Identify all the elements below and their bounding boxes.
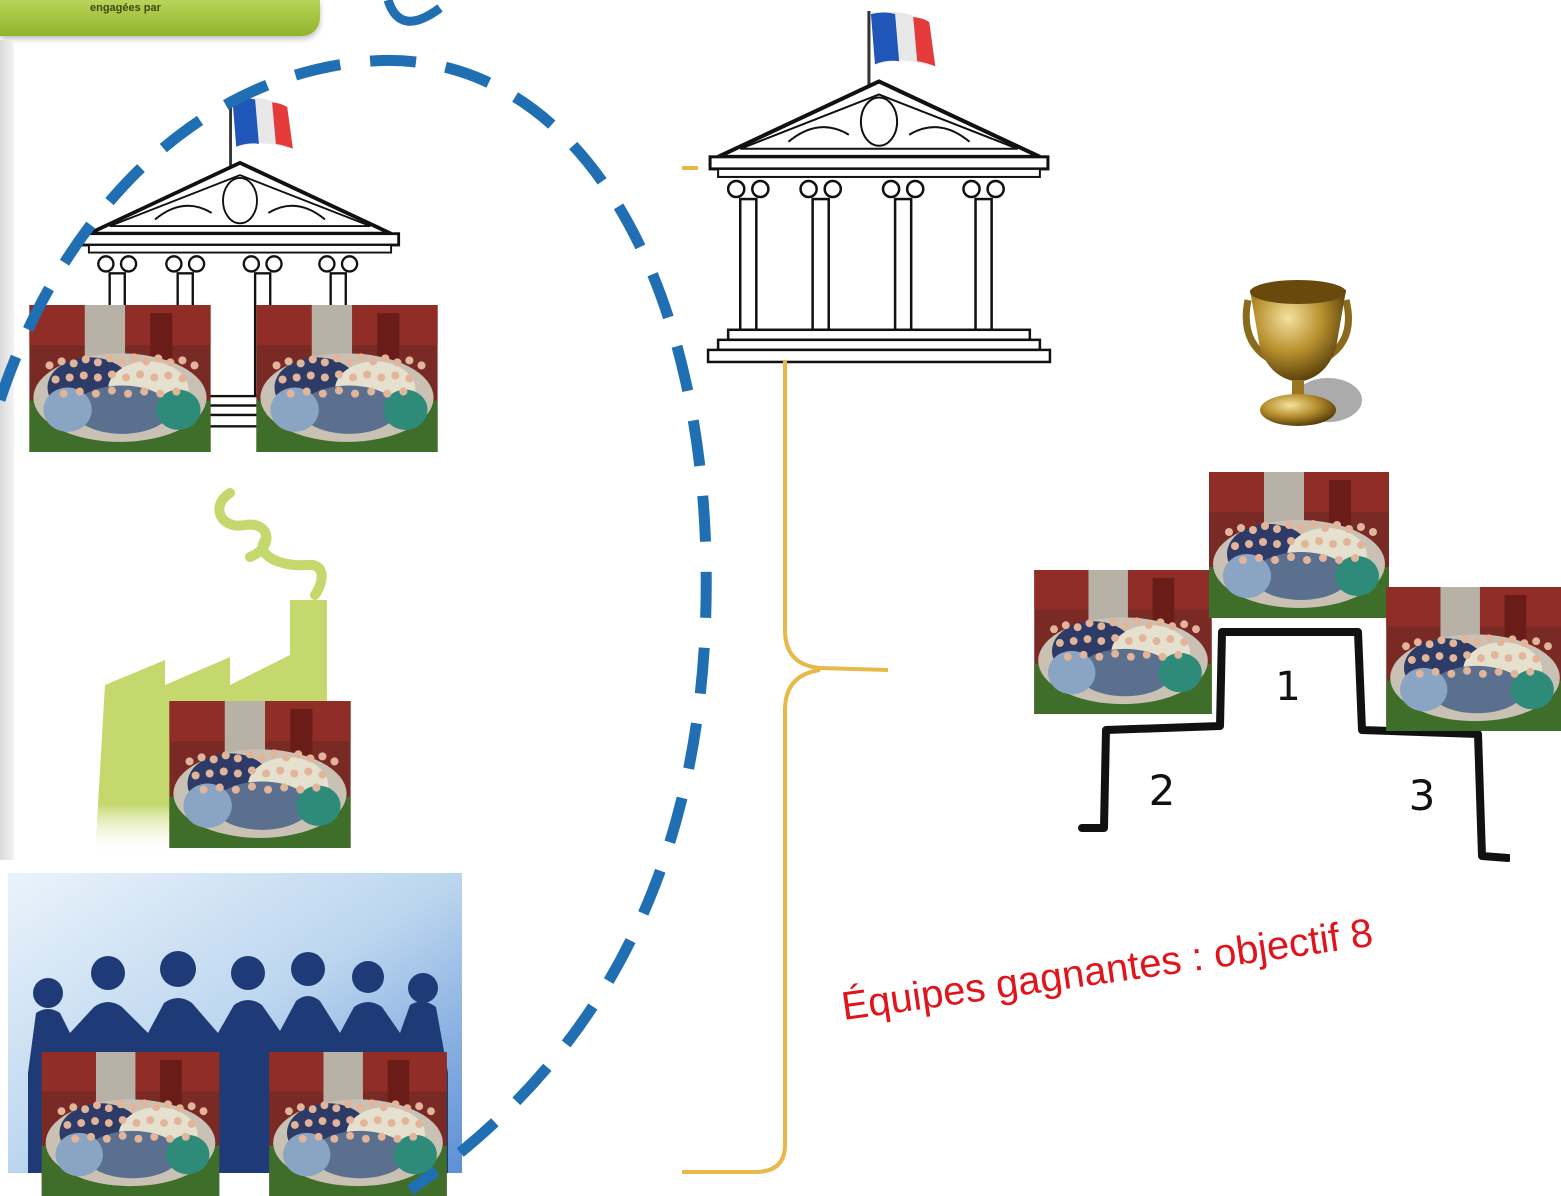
podium-photo-second [1032, 570, 1214, 714]
podium-label-2: 2 [1149, 766, 1176, 815]
header-tab-text: engagées par [90, 2, 161, 14]
podium-label-1: 1 [1275, 664, 1300, 710]
podium-photo-first [1208, 472, 1390, 618]
dashed-arc [0, 55, 712, 1195]
winning-teams-caption: Équipes gagnantes : objectif 8 [838, 910, 1376, 1030]
ring-fragment [383, 0, 443, 26]
header-tab: engagées par [0, 0, 320, 36]
podium-label-3: 3 [1409, 771, 1436, 820]
podium-icon: 1 2 3 [1078, 628, 1510, 862]
brace-icon [682, 166, 889, 1174]
trophy-icon [1242, 280, 1362, 426]
podium-photo-third [1384, 587, 1561, 731]
left-shadow-strip [0, 40, 14, 860]
